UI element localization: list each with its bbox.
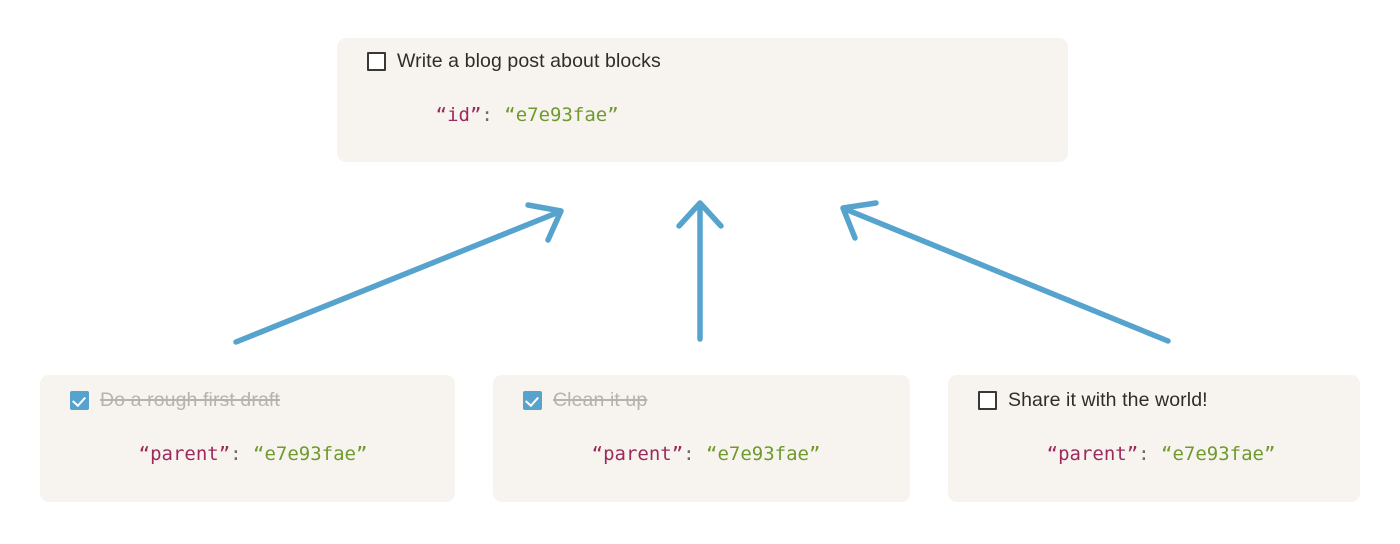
child-todo-label-1: Do a rough first draft (100, 388, 280, 411)
json-colon: : (1138, 442, 1162, 465)
parent-todo-label: Write a blog post about blocks (397, 50, 661, 73)
child-block-card-3[interactable]: Share it with the world! “parent”: “e7e9… (948, 375, 1360, 502)
child-todo-row-1[interactable]: Do a rough first draft (70, 389, 425, 412)
parent-todo-row[interactable]: Write a blog post about blocks (367, 50, 1038, 73)
arrow-child-3-to-parent (840, 200, 1171, 344)
parent-block-card[interactable]: Write a blog post about blocks “id”: “e7… (337, 38, 1068, 162)
checkbox-checked-icon[interactable] (70, 390, 89, 410)
json-key: “id” (435, 104, 482, 127)
json-colon: : (230, 442, 254, 465)
arrow-child-1-to-parent (233, 202, 564, 345)
child-todo-row-2[interactable]: Clean it up (523, 389, 880, 412)
json-value: “e7e93fae” (504, 104, 619, 127)
json-key: “parent” (138, 442, 231, 465)
json-colon: : (683, 442, 707, 465)
checkbox-checked-icon[interactable] (523, 390, 542, 410)
json-value: “e7e93fae” (253, 442, 368, 465)
json-key: “parent” (1046, 442, 1139, 465)
json-value: “e7e93fae” (1161, 442, 1276, 465)
child-todo-label-2: Clean it up (553, 388, 648, 411)
json-value: “e7e93fae” (706, 442, 821, 465)
child-block-card-2[interactable]: Clean it up “parent”: “e7e93fae” (493, 375, 910, 502)
json-colon: : (481, 104, 505, 127)
checkbox-empty-icon[interactable] (978, 390, 997, 410)
child-json-row-1: “parent”: “e7e93fae” (70, 420, 425, 488)
child-todo-label-3: Share it with the world! (1008, 388, 1208, 411)
arrow-child-2-to-parent (676, 200, 724, 342)
child-json-row-2: “parent”: “e7e93fae” (523, 420, 880, 488)
json-key: “parent” (591, 442, 684, 465)
parent-json-row: “id”: “e7e93fae” (367, 81, 1038, 149)
child-todo-row-3[interactable]: Share it with the world! (978, 389, 1330, 412)
child-json-row-3: “parent”: “e7e93fae” (978, 420, 1330, 488)
child-block-card-1[interactable]: Do a rough first draft “parent”: “e7e93f… (40, 375, 455, 502)
checkbox-empty-icon[interactable] (367, 52, 386, 72)
